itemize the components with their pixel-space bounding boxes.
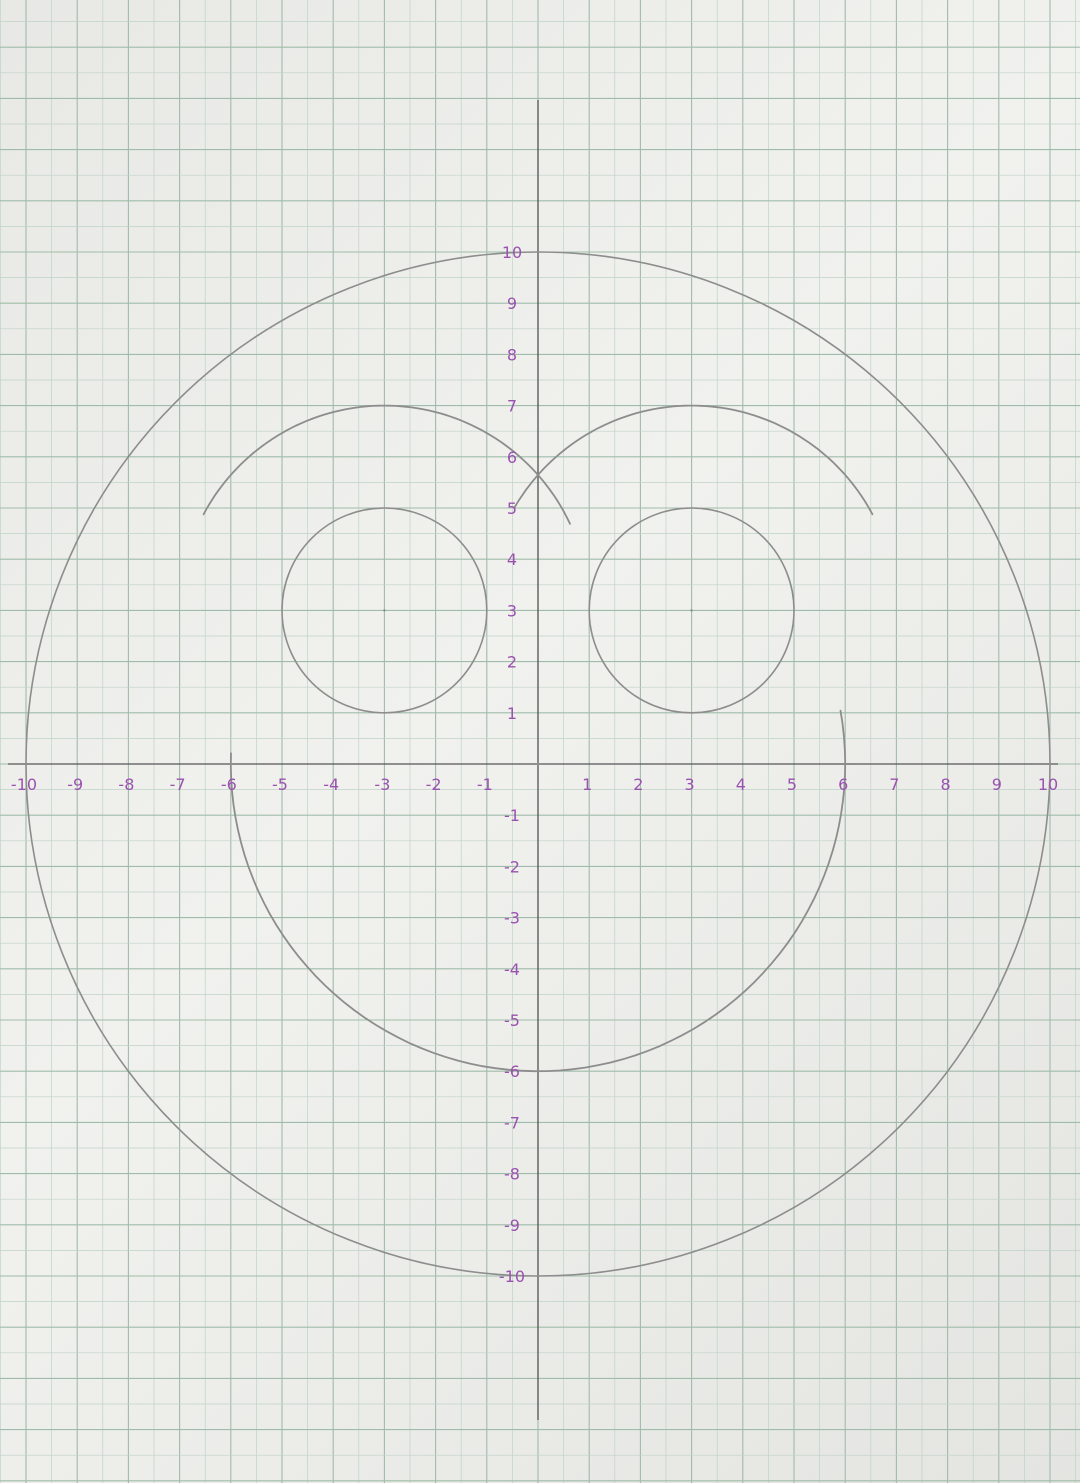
y-tick-label: -5: [504, 1011, 520, 1030]
x-tick-label: -10: [11, 775, 37, 794]
x-tick-label: 5: [787, 775, 797, 794]
x-tick-label: 1: [582, 775, 592, 794]
y-tick-label: 9: [507, 294, 517, 313]
x-tick-label: -6: [221, 775, 237, 794]
x-tick-label: 9: [992, 775, 1002, 794]
x-tick-label: 6: [838, 775, 848, 794]
y-tick-label: -1: [504, 806, 520, 825]
right-eye-center: [690, 609, 693, 612]
x-tick-label: -4: [323, 775, 339, 794]
y-axis-tick-labels: 10 9 8 7 6 5 4 3 2 1 -1 -2 -3 -4 -5 -6 -7 -8 -9 -10: [499, 243, 525, 1286]
y-tick-label: 1: [507, 704, 517, 723]
y-tick-label: 8: [507, 345, 517, 364]
x-tick-label: -7: [170, 775, 186, 794]
x-tick-label: -5: [272, 775, 288, 794]
y-tick-label: 7: [507, 397, 517, 416]
x-tick-label: -1: [477, 775, 493, 794]
mouth: [229, 709, 847, 1073]
y-tick-label: -10: [499, 1267, 525, 1286]
x-tick-label: 2: [633, 775, 643, 794]
left-eye: [281, 507, 488, 714]
y-tick-label: 3: [507, 601, 517, 620]
x-tick-label: -8: [118, 775, 134, 794]
x-tick-label: -2: [426, 775, 442, 794]
x-tick-label: -9: [67, 775, 83, 794]
x-tick-label: 4: [736, 775, 746, 794]
left-eyebrow: [202, 404, 571, 525]
y-tick-label: 5: [507, 499, 517, 518]
y-tick-label: -8: [504, 1165, 520, 1184]
axes: [8, 100, 1058, 1420]
y-tick-label: -6: [504, 1062, 520, 1081]
right-eyebrow: [513, 404, 874, 516]
x-axis-tick-labels: -10 -9 -8 -7 -6 -5 -4 -3 -2 -1 1 2 3 4 5 6 7 8 9 10: [11, 775, 1058, 794]
x-tick-label: 7: [889, 775, 899, 794]
y-tick-label: -9: [504, 1216, 520, 1235]
face-outline-center: [536, 762, 540, 766]
y-tick-label: -7: [504, 1113, 520, 1132]
y-tick-label: 4: [507, 550, 517, 569]
y-tick-label: 2: [507, 653, 517, 672]
x-tick-label: 10: [1038, 775, 1058, 794]
x-tick-label: -3: [374, 775, 390, 794]
right-eye: [588, 507, 795, 714]
y-tick-label: 10: [502, 243, 522, 262]
x-tick-label: 3: [685, 775, 695, 794]
face-outline: [25, 251, 1051, 1277]
y-tick-label: 6: [507, 448, 517, 467]
x-tick-label: 8: [941, 775, 951, 794]
y-tick-label: -2: [504, 857, 520, 876]
left-eye-center: [383, 609, 386, 612]
y-tick-label: -3: [504, 909, 520, 928]
drawing-shapes: [25, 251, 1051, 1277]
y-tick-label: -4: [504, 960, 520, 979]
